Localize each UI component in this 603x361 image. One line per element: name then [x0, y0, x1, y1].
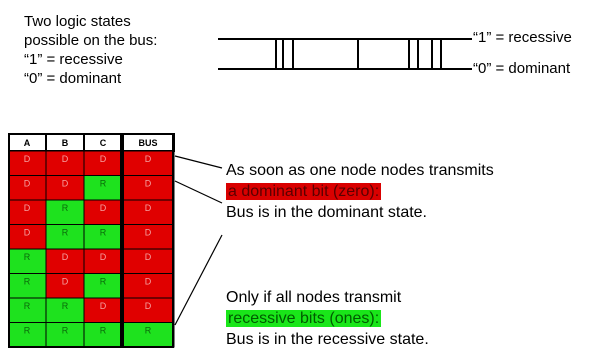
- note-dominant-line-3: Bus is in the dominant state.: [226, 204, 427, 221]
- note-dominant-line-1: As soon as one node nodes transmits: [226, 162, 494, 179]
- table-cell-value: D: [24, 203, 31, 213]
- table-cell-value: D: [145, 277, 152, 287]
- table-cell-value: R: [100, 277, 107, 287]
- note-dominant-highlight: a dominant bit (zero):: [226, 183, 382, 200]
- table-cell: [121, 150, 175, 176]
- table-cell-value: D: [145, 228, 152, 238]
- table-cell-value: D: [145, 301, 152, 311]
- pointer-line-recessive: [174, 234, 223, 326]
- table-cell: [45, 175, 85, 201]
- table-header-b: B: [62, 138, 69, 148]
- table-cell: [45, 322, 85, 348]
- table-cell-value: D: [62, 154, 69, 164]
- table-cell: [45, 297, 85, 323]
- table-cell-value: D: [62, 252, 69, 262]
- table-cell-value: R: [24, 252, 31, 262]
- note-dominant: As soon as one node nodes transmits a do…: [226, 160, 494, 223]
- table-cell-value: D: [24, 179, 31, 189]
- note-recessive-line-3: Bus is in the recessive state.: [226, 331, 429, 348]
- table-cell-value: D: [62, 179, 69, 189]
- table-cell: [45, 248, 85, 274]
- table-cell: [45, 224, 85, 250]
- table-cell-value: R: [62, 203, 69, 213]
- table-cell-value: R: [100, 326, 107, 336]
- table-cell: [83, 150, 123, 176]
- table-cell-value: R: [24, 326, 31, 336]
- table-border: [8, 133, 174, 348]
- intro-text: Two logic states possible on the bus: “1…: [24, 12, 224, 88]
- table-cell-value: D: [145, 203, 152, 213]
- table-cell-value: R: [62, 228, 69, 238]
- table-cell-value: D: [100, 203, 107, 213]
- table-cell-value: R: [100, 228, 107, 238]
- bus-arbitration-table: A B C BUS D D D D D D R D D R D D D R R D R D D D R D R D R R D D R R R R: [8, 133, 175, 348]
- intro-line-3: “1” = recessive: [24, 51, 123, 68]
- table-cell-value: D: [100, 154, 107, 164]
- dominant-label: “0” = dominant: [473, 60, 571, 77]
- table-cell-value: R: [100, 179, 107, 189]
- table-cell: [8, 224, 47, 250]
- table-cell-value: R: [145, 326, 152, 336]
- recessive-label: “1” = recessive: [473, 29, 572, 46]
- note-recessive-highlight: recessive bits (ones):: [226, 310, 382, 327]
- table-cell: [121, 273, 175, 299]
- table-cell-value: R: [24, 277, 31, 287]
- table-cell-value: D: [145, 179, 152, 189]
- table-cell-value: D: [62, 277, 69, 287]
- note-recessive-line-1: Only if all nodes transmit: [226, 289, 402, 306]
- table-header-c: C: [100, 138, 107, 148]
- intro-line-2: possible on the bus:: [24, 32, 158, 49]
- table-cell: [121, 199, 175, 225]
- table-cell-value: D: [24, 228, 31, 238]
- table-cell-value: R: [62, 326, 69, 336]
- table-cell: [83, 322, 123, 348]
- table-cell: [83, 199, 123, 225]
- pointer-line-dominant-top: [174, 155, 223, 169]
- intro-line-1: Two logic states: [24, 13, 131, 30]
- table-cell-value: R: [24, 301, 31, 311]
- table-cell-value: D: [145, 252, 152, 262]
- table-cell: [45, 150, 85, 176]
- table-cell: [83, 273, 123, 299]
- table-cell: [8, 248, 47, 274]
- table-header-bus: BUS: [138, 138, 157, 148]
- table-cell-value: D: [100, 252, 107, 262]
- table-cell: [83, 224, 123, 250]
- table-cell-value: D: [100, 301, 107, 311]
- table-cell-value: D: [24, 154, 31, 164]
- pointer-line-dominant-bottom: [174, 180, 223, 204]
- table-header-a: A: [24, 138, 31, 148]
- table-cell-value: R: [62, 301, 69, 311]
- intro-line-4: “0” = dominant: [24, 70, 122, 87]
- note-recessive: Only if all nodes transmit recessive bit…: [226, 287, 429, 350]
- table-cell-value: D: [145, 154, 152, 164]
